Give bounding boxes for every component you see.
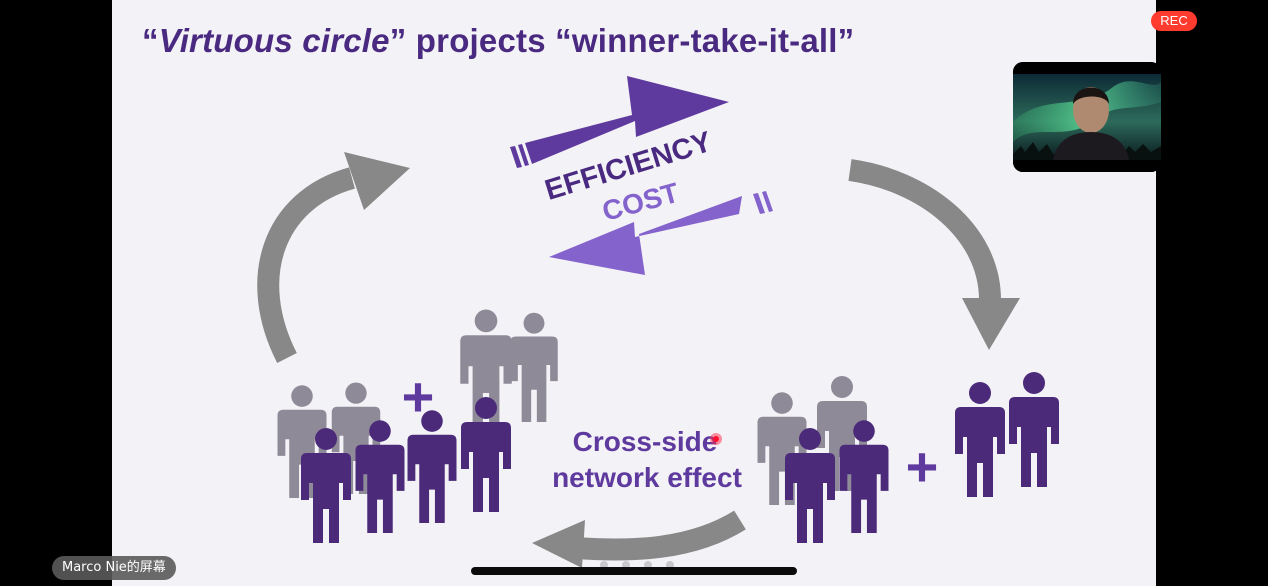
video-feed <box>1013 62 1161 172</box>
title-open-quote: “ <box>142 22 159 59</box>
participant-video-tile[interactable] <box>1013 62 1161 172</box>
page-dot[interactable] <box>600 561 608 569</box>
cycle-arrow-left <box>257 152 410 364</box>
title-rest: ” projects “winner-take-it-all” <box>389 22 855 59</box>
title-italic-part: Virtuous circle <box>158 22 390 59</box>
slide-title: “Virtuous circle” projects “winner-take-… <box>142 22 854 60</box>
person-icon <box>1009 372 1059 487</box>
page-dot[interactable] <box>644 561 652 569</box>
person-icon <box>510 312 558 422</box>
network-label-line1: Cross-side <box>573 426 718 457</box>
person-icon <box>461 397 511 512</box>
presenter-share-label: Marco Nie的屏幕 <box>52 556 176 580</box>
page-dot[interactable] <box>666 561 674 569</box>
slide-diagram: EFFICIENCY COST + + Cross-side network e… <box>257 76 1059 568</box>
efficiency-arrow <box>510 76 729 168</box>
home-indicator-bar[interactable] <box>471 567 797 575</box>
plus-icon: + <box>402 365 435 428</box>
cycle-arrow-right <box>848 159 1020 350</box>
recording-badge: REC <box>1151 11 1197 31</box>
page-indicator <box>600 556 688 574</box>
network-label-line2: network effect <box>552 462 742 493</box>
cost-arrow <box>549 191 773 275</box>
page-dot[interactable] <box>622 561 630 569</box>
person-icon <box>955 382 1005 497</box>
laser-pointer <box>710 433 722 445</box>
shared-slide: EFFICIENCY COST + + Cross-side network e… <box>112 0 1156 586</box>
cycle-arrow-bottom <box>532 510 746 568</box>
plus-icon: + <box>906 435 939 498</box>
